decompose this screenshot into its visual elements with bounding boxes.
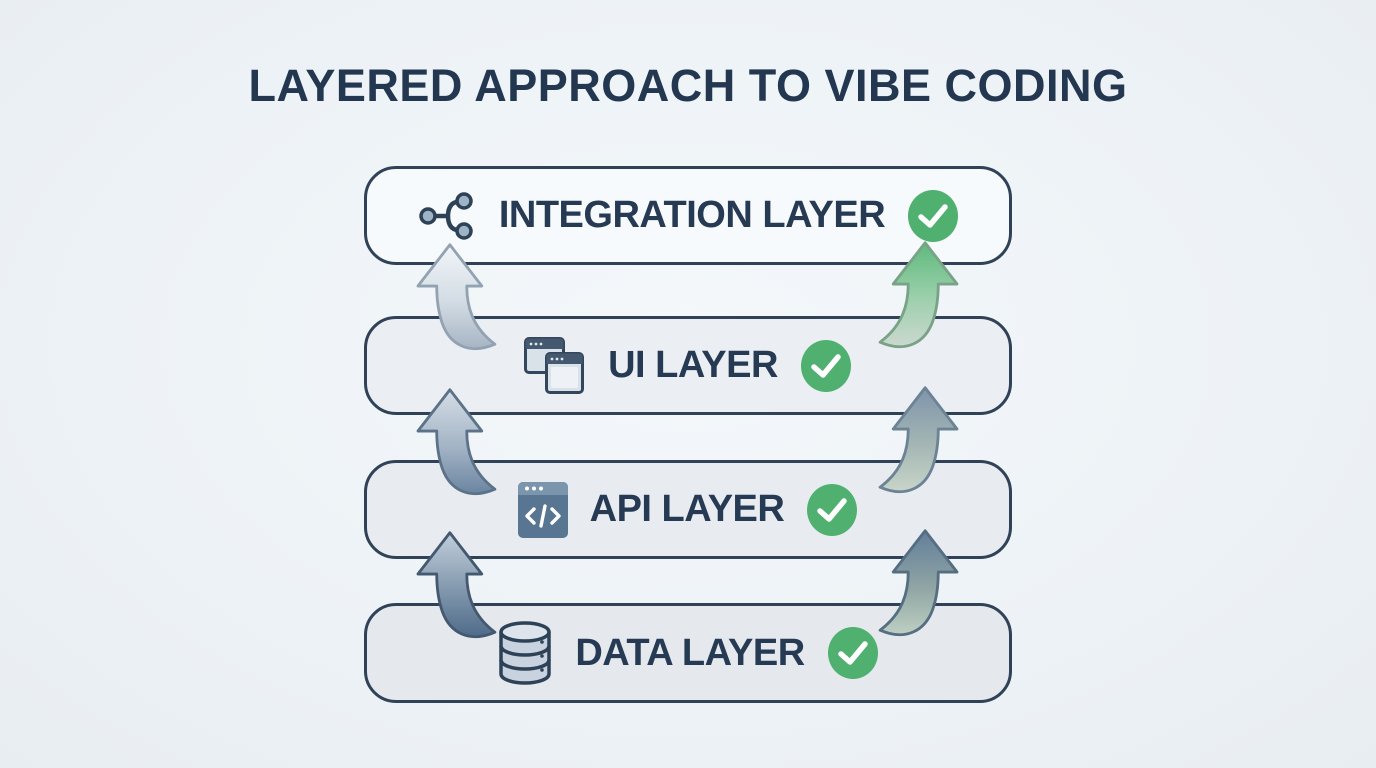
up-arrow-left-icon bbox=[416, 243, 497, 350]
layer-label: DATA LAYER bbox=[575, 631, 805, 674]
database-icon bbox=[497, 620, 553, 686]
layer-box-api: API LAYER bbox=[364, 460, 1012, 559]
up-arrow-right-icon bbox=[878, 241, 959, 348]
check-icon bbox=[827, 626, 879, 680]
share-network-icon bbox=[417, 190, 477, 242]
browser-windows-icon bbox=[524, 336, 586, 395]
diagram-title: LAYERED APPROACH TO VIBE CODING bbox=[248, 60, 1128, 111]
layer-label: API LAYER bbox=[589, 488, 785, 530]
check-icon bbox=[806, 483, 858, 537]
up-arrow-left-icon bbox=[416, 531, 497, 638]
layer-box-integration: INTEGRATION LAYER bbox=[364, 166, 1012, 265]
layer-label: UI LAYER bbox=[608, 344, 778, 386]
up-arrow-right-icon bbox=[878, 386, 959, 493]
layer-label: INTEGRATION LAYER bbox=[498, 194, 886, 236]
check-icon bbox=[907, 189, 959, 243]
check-icon bbox=[800, 339, 852, 393]
code-window-icon bbox=[517, 481, 568, 538]
up-arrow-right-icon bbox=[878, 529, 959, 636]
up-arrow-left-icon bbox=[416, 388, 497, 495]
